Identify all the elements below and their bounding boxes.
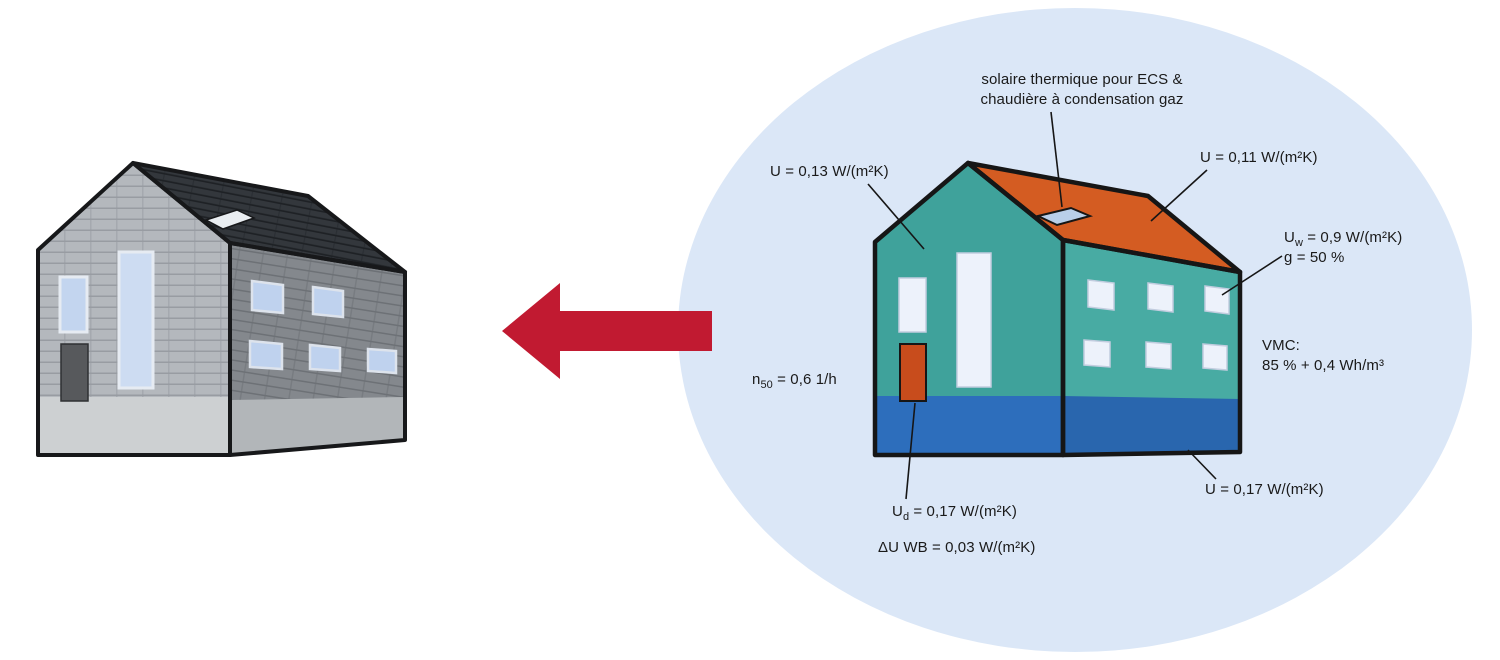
passive-house-roof-outline <box>965 160 1243 275</box>
vmc-label-line2: 85 % + 0,4 Wh/m³ <box>1262 357 1385 374</box>
existing-house-skylight <box>204 209 256 230</box>
callout-line-wall-u <box>867 183 925 250</box>
passive-house-side-window <box>1083 339 1111 368</box>
existing-house-roof-outline <box>131 161 407 274</box>
door-u-subscript: d <box>902 511 910 523</box>
existing-house-foundation-front <box>38 397 230 455</box>
existing-house-gable-window-small <box>58 275 89 334</box>
n50-rest: = 0,6 1/h <box>772 371 837 388</box>
existing-house-side-window <box>366 347 398 375</box>
wall-u-value-label: U = 0,13 W/(m²K) <box>770 163 889 180</box>
floor-u-value-label: U = 0,17 W/(m²K) <box>1205 481 1324 498</box>
window-u-rest: = 0,9 W/(m²K) <box>1302 229 1403 246</box>
passive-house-gable-window-small <box>898 277 927 333</box>
vmc-label: VMC: 85 % + 0,4 Wh/m³ <box>1262 336 1384 376</box>
solar-system-label-line2: chaudière à condensation gaz <box>980 91 1184 108</box>
callout-lines <box>867 111 1283 500</box>
passive-house-side-window <box>1204 285 1230 315</box>
passive-house-plinth-front <box>875 396 1063 455</box>
callout-line-floor-u <box>1187 449 1217 480</box>
window-u-value-line: Uw = 0,9 W/(m²K) <box>1284 228 1403 249</box>
window-g-value: g = 50 % <box>1284 249 1345 266</box>
existing-house-roof <box>133 163 405 272</box>
passive-house-side-window <box>1145 341 1172 370</box>
solar-system-label-line1: solaire thermique pour ECS & <box>981 71 1183 88</box>
callout-line-window-u <box>1221 255 1283 296</box>
window-u-subscript: w <box>1294 237 1303 249</box>
thermal-bridge-label: ΔU WB = 0,03 W/(m²K) <box>878 539 1036 556</box>
passive-house-side-window <box>1087 279 1115 311</box>
passive-house-side-window <box>1147 282 1174 313</box>
n50-subscript: 50 <box>760 379 773 391</box>
window-u-value-label: Uw = 0,9 W/(m²K) g = 50 % <box>1284 228 1402 268</box>
existing-house-gable-window-tall <box>117 250 155 390</box>
existing-house-side-window <box>308 343 342 373</box>
passive-house-roof <box>968 163 1240 272</box>
passive-house-gable-window-tall <box>956 252 992 388</box>
callout-line-roof-u <box>1150 169 1208 222</box>
passive-house-plinth-side <box>1063 396 1240 455</box>
vmc-label-line1: VMC: <box>1262 337 1300 354</box>
existing-house-side-window <box>248 339 284 371</box>
existing-house <box>36 161 407 457</box>
solar-thermal-panel <box>1035 206 1094 227</box>
left-arrow-icon <box>502 283 712 379</box>
passive-house-side-window <box>1202 343 1228 371</box>
door-u-base: U <box>892 503 903 520</box>
solar-system-label: solaire thermique pour ECS & chaudière à… <box>932 70 1232 110</box>
door-u-rest: = 0,17 W/(m²K) <box>909 503 1017 520</box>
door-u-value-label: Ud = 0,17 W/(m²K) <box>892 502 1017 523</box>
window-u-base: U <box>1284 229 1295 246</box>
existing-house-side-window <box>311 285 345 319</box>
existing-house-door <box>60 343 89 402</box>
airtightness-n50-label: n50 = 0,6 1/h <box>752 370 837 391</box>
existing-house-foundation-side <box>230 397 405 455</box>
callout-line-solar <box>1050 111 1063 208</box>
existing-house-side-window <box>250 279 285 315</box>
passive-house <box>872 160 1243 458</box>
n50-base: n <box>752 371 761 388</box>
roof-u-value-label: U = 0,11 W/(m²K) <box>1200 149 1318 166</box>
passive-house-door <box>899 343 927 402</box>
callout-line-door-u <box>905 402 916 500</box>
